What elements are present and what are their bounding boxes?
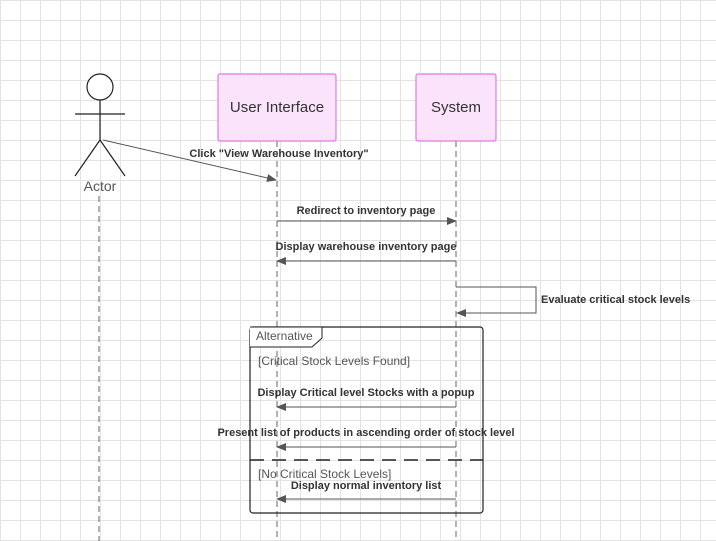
- message-label: Display normal inventory list: [291, 480, 442, 492]
- stick-figure-icon[interactable]: [74, 73, 126, 177]
- message-label: Display warehouse inventory page: [276, 241, 457, 253]
- user-interface-participant-box[interactable]: [217, 73, 337, 142]
- actor-label: Actor: [84, 178, 117, 194]
- message-label: Redirect to inventory page: [297, 205, 436, 217]
- alt-frame: [249, 326, 484, 514]
- self-message-arrow[interactable]: [456, 286, 537, 317]
- message-arrow[interactable]: [102, 139, 277, 182]
- message-label: Display Critical level Stocks with a pop…: [257, 387, 474, 399]
- alt-guard: [No Critical Stock Levels]: [258, 467, 391, 481]
- system-participant-label: System: [431, 99, 481, 116]
- system-participant-box[interactable]: [415, 73, 497, 142]
- alt-frame-tab: [250, 326, 323, 348]
- message-label: Present list of products in ascending or…: [217, 427, 514, 439]
- message-label: Click "View Warehouse Inventory": [189, 148, 368, 160]
- user-interface-participant-label: User Interface: [230, 99, 324, 116]
- alt-frame-label: Alternative: [256, 329, 313, 343]
- alt-guard: [Critical Stock Levels Found]: [258, 354, 410, 368]
- message-label: Evaluate critical stock levels: [541, 294, 690, 306]
